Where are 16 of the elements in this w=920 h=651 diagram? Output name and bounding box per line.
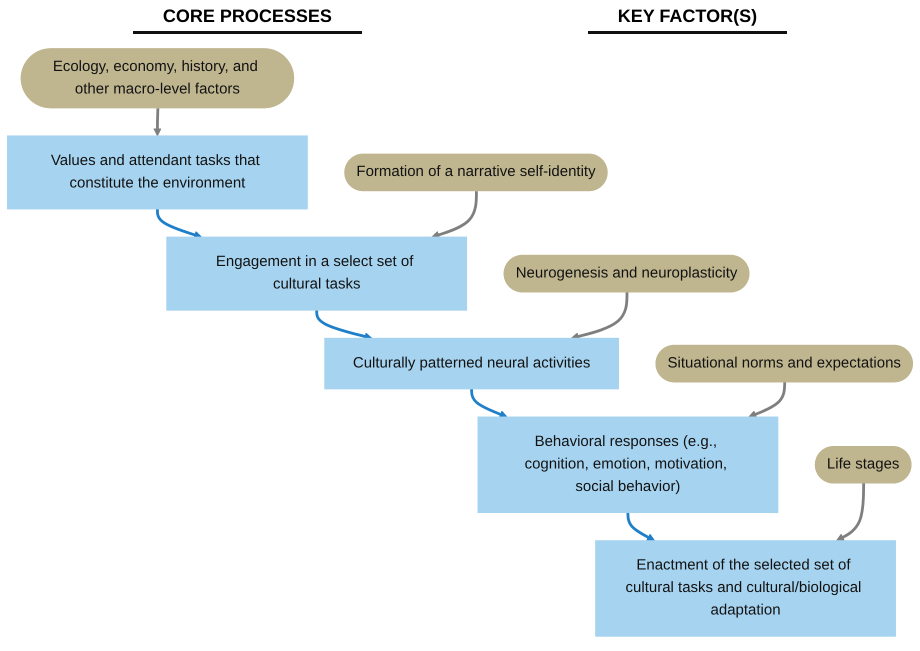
column-heading: CORE PROCESSES xyxy=(132,6,362,34)
arrow xyxy=(470,388,508,418)
column-heading: KEY FACTOR(S) xyxy=(588,6,788,34)
node-box: Behavioral responses (e.g., cognition, emotion, motivation, social behavior) xyxy=(478,416,778,514)
node-box: Values and attendant tasks that constitute the environment xyxy=(7,135,308,210)
node-box: Culturally patterned neural activities xyxy=(324,338,619,390)
arrow xyxy=(153,108,162,136)
arrow xyxy=(570,292,628,340)
arrow xyxy=(156,208,202,239)
arrow xyxy=(431,191,478,239)
arrow xyxy=(748,382,786,418)
arrow xyxy=(836,484,866,542)
node-box: Engagement in a select set of cultural tasks xyxy=(166,236,468,311)
arrow xyxy=(626,512,656,542)
node-box: Enactment of the selected set of cultural tasks and cultural/biological adaptation xyxy=(595,540,896,637)
arrow xyxy=(315,310,372,340)
